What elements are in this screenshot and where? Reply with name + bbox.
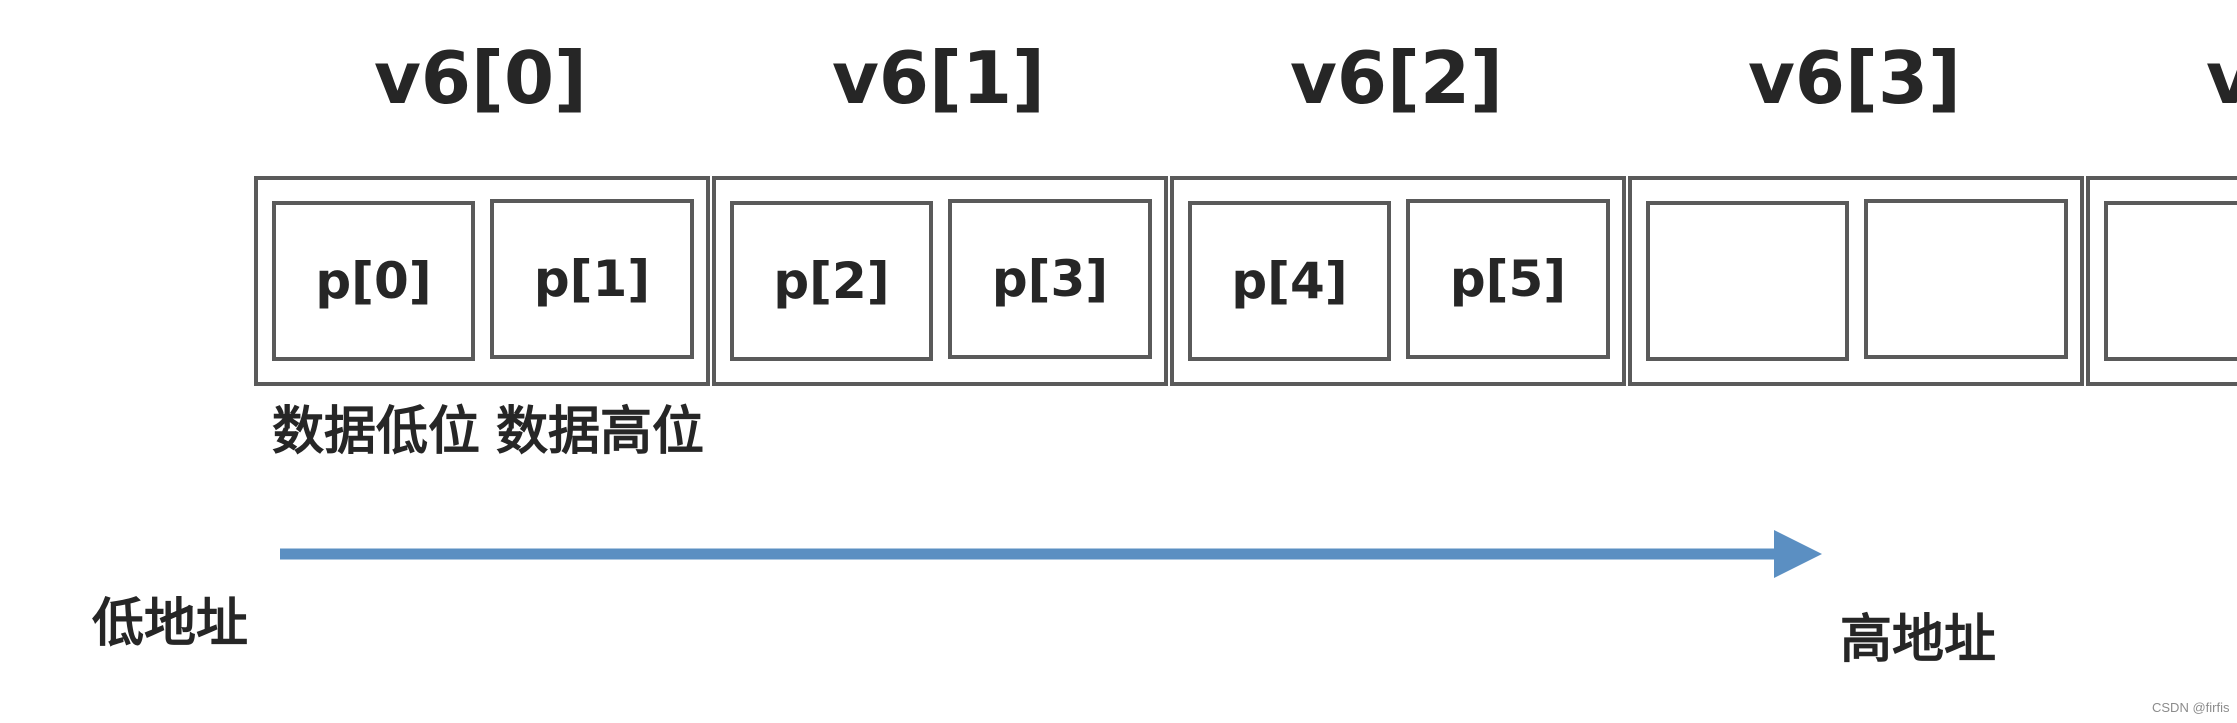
cell-p1: p[1] bbox=[490, 199, 694, 359]
vector-label-0: v6[0] bbox=[374, 36, 587, 120]
cell-empty-8 bbox=[2104, 201, 2237, 361]
watermark: CSDN @firfis bbox=[2152, 700, 2230, 715]
low-byte-label: 数据低位 bbox=[272, 402, 481, 462]
cell-empty-6 bbox=[1646, 201, 1849, 361]
vector-label-4: v bbox=[2206, 36, 2237, 120]
cell-empty-7 bbox=[1864, 199, 2068, 359]
cell-p3: p[3] bbox=[948, 199, 1152, 359]
vector-label-2: v6[2] bbox=[1290, 36, 1503, 120]
vector-label-1: v6[1] bbox=[832, 36, 1045, 120]
high-byte-label: 数据高位 bbox=[496, 402, 705, 462]
cell-p4: p[4] bbox=[1188, 201, 1391, 361]
high-address-label: 高地址 bbox=[1840, 610, 1997, 670]
cell-p0: p[0] bbox=[272, 201, 475, 361]
cell-p5: p[5] bbox=[1406, 199, 1610, 359]
cell-p2: p[2] bbox=[730, 201, 933, 361]
vector-label-3: v6[3] bbox=[1748, 36, 1961, 120]
low-address-label: 低地址 bbox=[92, 594, 249, 654]
